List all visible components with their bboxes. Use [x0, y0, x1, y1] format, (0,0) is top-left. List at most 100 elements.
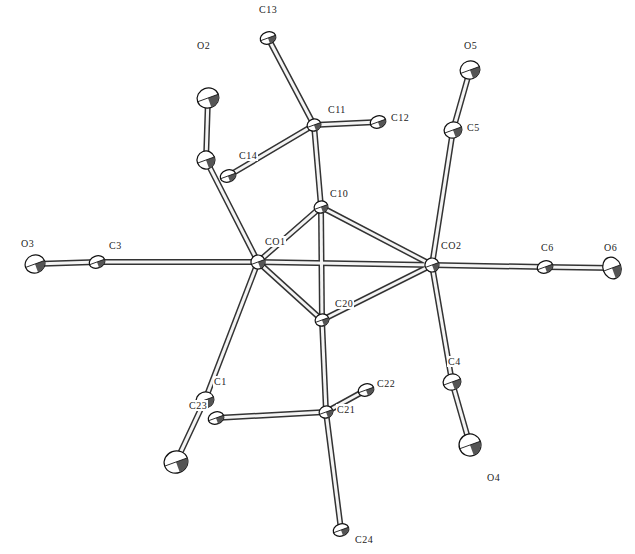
bond: [258, 262, 432, 265]
bond: [258, 262, 322, 320]
bond: [258, 262, 432, 265]
atom-ellipsoid: [458, 58, 483, 82]
atom-ellipsoid: [194, 148, 217, 171]
octant-shading: [258, 260, 267, 269]
bond: [97, 261, 258, 264]
principal-axis: [445, 127, 462, 133]
atom-ellipsoid: [194, 148, 217, 171]
principal-axis: [251, 260, 264, 265]
atom-ellipsoid: [423, 256, 441, 274]
bond: [258, 207, 321, 262]
bond: [326, 412, 341, 530]
atom-ellipsoid: [456, 431, 484, 459]
bond: [322, 265, 432, 320]
atom-ellipsoid: [194, 85, 222, 111]
atom-label: C1: [213, 376, 228, 387]
atom-label: C22: [376, 378, 396, 389]
atom-ellipsoid: [317, 404, 334, 420]
atom-ellipsoid: [313, 312, 330, 328]
atom-ellipsoid: [600, 255, 624, 282]
atom-ellipsoid: [442, 119, 464, 140]
principal-axis: [260, 35, 275, 40]
atoms: [23, 30, 625, 539]
principal-axis: [314, 205, 327, 210]
atom-label: CO1: [264, 236, 286, 247]
principal-axis: [370, 119, 385, 124]
atom-label: C3: [108, 240, 123, 251]
octant-shading: [176, 458, 191, 472]
bond: [321, 207, 432, 265]
atom-ellipsoid: [317, 404, 334, 420]
bond: [206, 160, 258, 262]
octant-shading: [206, 157, 218, 169]
principal-axis: [307, 123, 320, 128]
atom-label: C20: [334, 298, 354, 309]
atom-ellipsoid: [331, 522, 350, 539]
bond: [322, 320, 326, 412]
atom-ellipsoid: [194, 85, 222, 111]
atom-label: C13: [258, 4, 278, 15]
bond: [321, 207, 432, 265]
principal-axis: [198, 94, 219, 102]
bond: [216, 412, 326, 418]
principal-axis: [444, 379, 461, 385]
octant-shading: [208, 94, 222, 107]
atom-ellipsoid: [206, 410, 225, 427]
bond: [321, 207, 322, 320]
bond: [432, 265, 545, 267]
atom-ellipsoid: [312, 199, 329, 215]
bond: [228, 125, 314, 176]
atom-ellipsoid: [313, 312, 330, 328]
bond: [258, 262, 322, 320]
atom-label: O5: [463, 40, 478, 51]
atom-ellipsoid: [23, 252, 48, 276]
bonds: [35, 38, 612, 530]
principal-axis: [89, 259, 104, 264]
atom-ellipsoid: [312, 199, 329, 215]
principal-axis: [333, 527, 348, 532]
principal-axis: [208, 415, 223, 420]
atom-ellipsoid: [249, 253, 267, 271]
atom-ellipsoid: [441, 371, 463, 392]
atom-ellipsoid: [356, 382, 375, 399]
bond: [321, 207, 322, 320]
octant-shading: [452, 379, 463, 390]
atom-label: O2: [196, 40, 211, 51]
atom-label: C14: [238, 150, 258, 161]
principal-axis: [461, 67, 480, 74]
principal-axis: [319, 410, 332, 415]
atom-label: O4: [486, 472, 501, 483]
atom-ellipsoid: [305, 117, 322, 133]
bond: [432, 265, 545, 267]
atom-label: O3: [20, 238, 35, 249]
bond: [206, 160, 258, 262]
principal-axis: [220, 173, 235, 178]
bond: [205, 262, 258, 400]
atom-ellipsoid: [23, 252, 48, 276]
atom-ellipsoid: [535, 259, 554, 276]
bond: [228, 125, 314, 176]
atom-ellipsoid: [368, 114, 387, 131]
atom-ellipsoid: [87, 254, 106, 271]
octant-shading: [470, 67, 482, 79]
atom-label: C21: [336, 404, 356, 415]
atom-ellipsoid: [442, 119, 464, 140]
bond: [314, 122, 378, 125]
bond: [314, 125, 321, 207]
principal-axis: [425, 263, 438, 268]
principal-axis: [537, 264, 552, 269]
principal-axis: [26, 261, 45, 268]
atom-ellipsoid: [356, 382, 375, 399]
bond: [545, 267, 612, 268]
atom-label: CO2: [440, 240, 462, 251]
atom-ellipsoid: [305, 117, 322, 133]
atom-ellipsoid: [258, 30, 277, 47]
atom-ellipsoid: [458, 58, 483, 82]
octant-shading: [470, 441, 484, 455]
atom-ellipsoid: [535, 259, 554, 276]
bond: [322, 320, 326, 412]
octant-shading: [35, 261, 47, 273]
bond: [322, 265, 432, 320]
